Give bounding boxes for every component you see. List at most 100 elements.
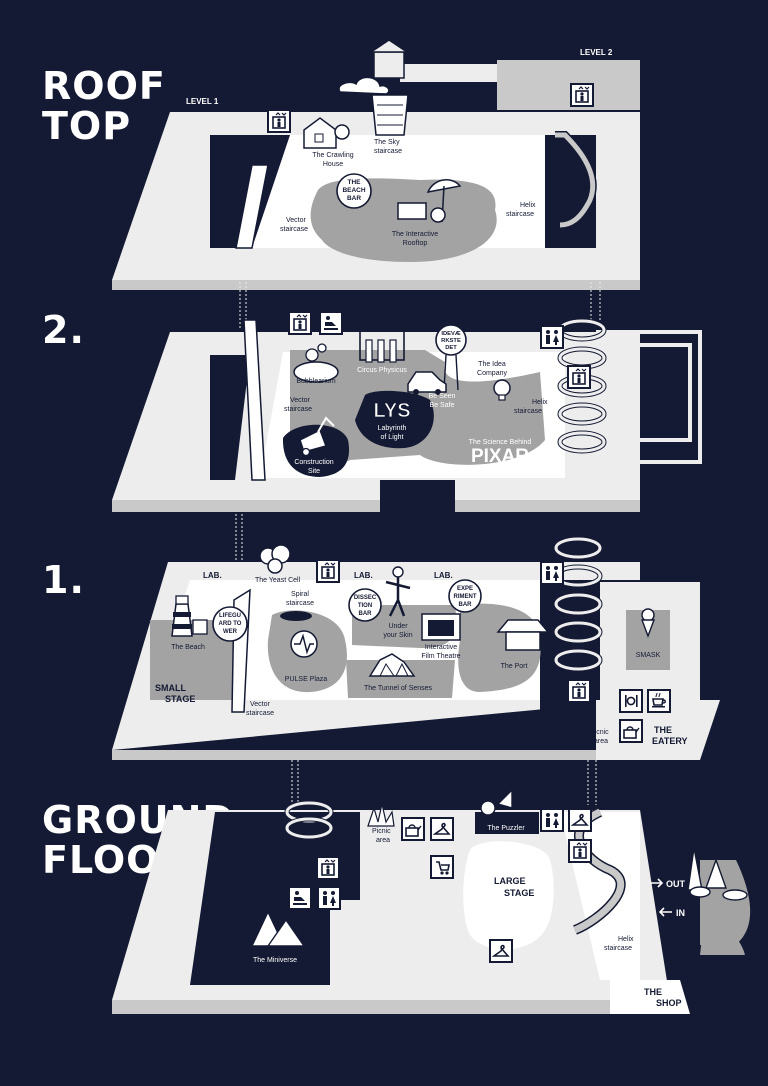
lifeguard-tower-badge[interactable] — [212, 606, 248, 642]
interactive-rooftop-label-2: Rooftop — [403, 240, 428, 247]
idea-company-label-1: The Idea — [478, 361, 506, 368]
bubblearium-icon — [293, 343, 339, 383]
be-seen-label-1: Be Seen — [429, 393, 456, 400]
cafe-icon[interactable] — [647, 689, 671, 713]
science-behind-label: The Science Behind — [469, 439, 532, 446]
labyrinth-label-1: Labyrinth — [378, 425, 407, 432]
small-stage-label-1: SMALL — [155, 683, 186, 693]
ground-helix-label-2: staircase — [604, 945, 632, 952]
first-vector-label-2: staircase — [246, 710, 274, 717]
ground-toilet-2-icon[interactable] — [317, 886, 341, 910]
second-elevator-2-icon[interactable] — [567, 365, 591, 389]
ground-cloakroom-2-icon[interactable] — [568, 808, 592, 832]
first-elevator-icon[interactable] — [316, 559, 340, 583]
lightbulb-icon — [493, 379, 511, 401]
small-stage-label-2: STAGE — [165, 694, 195, 704]
experiment-bar-badge[interactable] — [448, 579, 482, 613]
miniverse-zone[interactable] — [190, 812, 360, 985]
rooftop-title: ROOF TOP — [42, 66, 166, 146]
lifeguard-label-1: LIFEGU — [219, 613, 241, 619]
under-skin-label-2: your Skin — [383, 632, 412, 639]
shop-label-2: SHOP — [656, 998, 682, 1008]
rooftop-vector-label-2: staircase — [280, 226, 308, 233]
ground-picnic-label-2: area — [376, 837, 390, 844]
dissection-label-1: DISSEC — [354, 595, 377, 601]
dissection-bar-badge[interactable] — [348, 588, 382, 622]
sky-tower-icon — [373, 51, 405, 79]
film-theatre-label-2: Film Theatre — [421, 653, 460, 660]
ground-elevator-2-icon[interactable] — [568, 839, 592, 863]
pixar-logo: PIXAR — [471, 446, 529, 467]
the-beach-label: The Beach — [171, 644, 205, 651]
beach-bar-label-1: THE — [348, 179, 362, 186]
dissection-label-3: BAR — [359, 611, 373, 617]
lab-label-1: LAB. — [203, 571, 222, 580]
cloud-icon — [338, 76, 390, 95]
crawling-house-icon — [303, 117, 350, 149]
large-stage-label-1: LARGE — [494, 876, 526, 886]
ground-cloakroom-3-icon[interactable] — [489, 939, 513, 963]
ground-picnic-icon[interactable] — [401, 817, 425, 841]
puzzler-label: The Puzzler — [487, 825, 525, 832]
second-helix-label-2: staircase — [514, 408, 542, 415]
construction-label-2: Site — [308, 468, 320, 475]
idea-badge-label-3: DET — [445, 345, 457, 351]
first-elevator-2-icon[interactable] — [567, 679, 591, 703]
lifeguard-label-3: WER — [223, 629, 238, 635]
first-floor: LAB. The Yeast Cell LAB. LAB. Spiral sta… — [112, 539, 720, 760]
lighthouse-icon — [171, 595, 208, 637]
beach-bar-label-2: BEACH — [342, 187, 365, 194]
first-picnic-label-1: Picnic — [590, 729, 609, 736]
be-seen-label-2: Be Safe — [430, 402, 455, 409]
ground-spiral-label-2: staircase — [276, 872, 304, 879]
rooftop-elevator-icon[interactable] — [267, 109, 291, 133]
rooftop-title-line1: ROOF — [42, 64, 166, 108]
restaurant-icon[interactable] — [619, 689, 643, 713]
level2-label: LEVEL 2 — [580, 48, 613, 57]
circus-physicus-icon — [359, 329, 405, 363]
large-stage-zone[interactable] — [463, 841, 554, 950]
bubblearium-label: Bubblearium — [296, 378, 335, 385]
construction-label-1: Construction — [294, 459, 333, 466]
lab-label-2: LAB. — [354, 571, 373, 580]
eatery-label-1: THE — [654, 725, 672, 735]
second-vector-label-1: Vector — [290, 397, 311, 404]
puzzler-icon — [480, 788, 513, 816]
sky-staircase-label-1: The Sky — [374, 139, 400, 146]
car-icon — [407, 371, 447, 395]
film-theatre-label-1: Interactive — [425, 644, 457, 651]
tunnel-label: The Tunnel of Senses — [364, 685, 433, 692]
first-picnic-icon[interactable] — [619, 719, 643, 743]
rooftop-vector-label-1: Vector — [286, 217, 307, 224]
second-elevator-icon[interactable] — [288, 311, 312, 335]
first-spiral-label-2: staircase — [286, 600, 314, 607]
second-family-room-icon[interactable] — [319, 311, 343, 335]
rooftop-floor: The Crawling House The Sky staircase THE… — [112, 39, 640, 290]
sky-staircase-label-2: staircase — [374, 148, 402, 155]
ground-elevator-icon[interactable] — [316, 856, 340, 880]
second-floor: Bubblearium Circus Physicus IDEVÆ RKSTE … — [112, 311, 704, 512]
rooftop-helix-label-1: Helix — [520, 202, 536, 209]
ground-floor: The Miniverse Spiral staircase Picnic ar… — [112, 788, 751, 1014]
pulse-plaza-label: PULSE Plaza — [285, 676, 328, 683]
second-toilet-icon[interactable] — [540, 325, 564, 349]
rooftop-helix-staircase[interactable] — [555, 132, 596, 228]
ground-baby-change-icon[interactable] — [288, 886, 312, 910]
umbrella-icon — [397, 179, 462, 223]
out-arrow-icon — [650, 878, 664, 888]
ground-toilet-icon[interactable] — [540, 808, 564, 832]
large-stage-label-2: STAGE — [504, 888, 534, 898]
first-toilet-icon[interactable] — [540, 561, 564, 585]
shop-label-1: THE — [644, 987, 662, 997]
idea-badge[interactable] — [435, 324, 467, 356]
film-theatre-icon — [421, 613, 461, 641]
lab-label-3: LAB. — [434, 571, 453, 580]
ground-picnic-label-1: Picnic — [372, 828, 391, 835]
first-vector-label-1: Vector — [250, 701, 271, 708]
stroller-icon[interactable] — [430, 855, 454, 879]
labyrinth-zone[interactable] — [355, 390, 434, 449]
ground-cloakroom-icon[interactable] — [430, 817, 454, 841]
beach-bar-badge[interactable] — [336, 173, 372, 209]
ground-helix-label-1: Helix — [618, 936, 634, 943]
level2-elevator-icon[interactable] — [570, 83, 594, 107]
